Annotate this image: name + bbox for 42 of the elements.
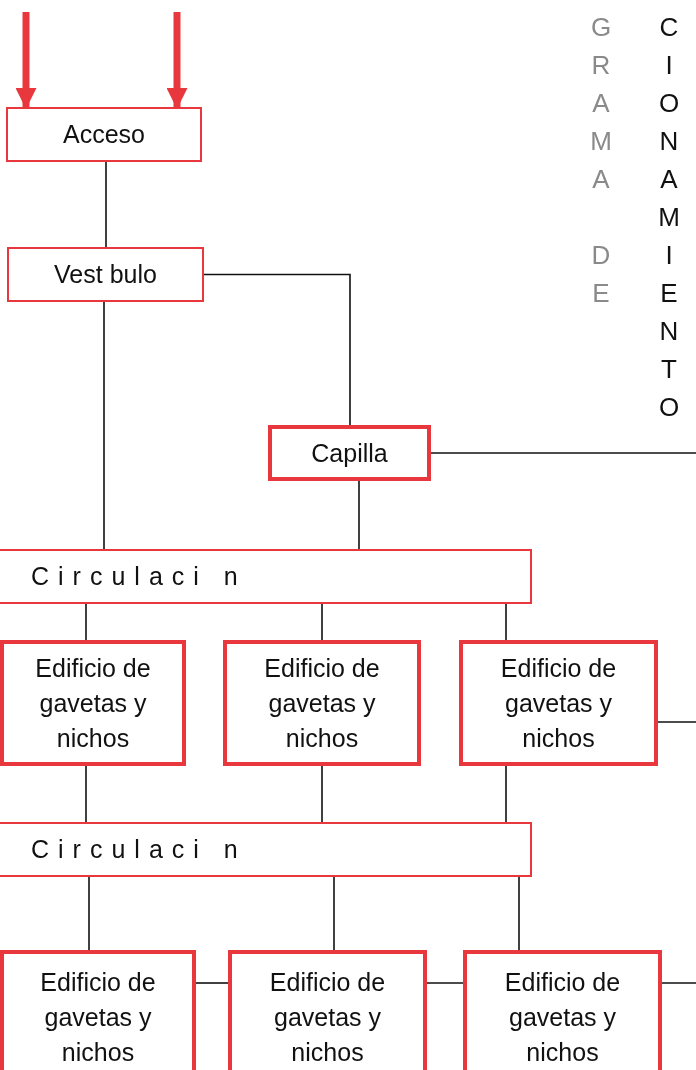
- node-label: Capilla: [311, 437, 388, 469]
- connector-line: [88, 876, 90, 951]
- space-box: [463, 950, 662, 1070]
- space-box: [459, 640, 658, 766]
- node-label: Edificio de gavetas y nichos: [34, 652, 152, 754]
- circulation-bar: [0, 549, 532, 604]
- space-box: [0, 950, 196, 1070]
- connector-line: [203, 273, 351, 426]
- connector-line: [103, 301, 105, 550]
- node-label: Edificio de gavetas y nichos: [503, 967, 622, 1068]
- connector-line: [321, 765, 323, 823]
- connector-line: [85, 603, 87, 641]
- node-label: Acceso: [63, 119, 145, 150]
- connector-line: [505, 603, 507, 641]
- node-label: Circulaci n: [31, 834, 247, 865]
- space-box: [6, 107, 202, 162]
- node-label: Edificio de gavetas y nichos: [263, 652, 381, 754]
- connector-line: [430, 452, 696, 454]
- node-label: Edificio de gavetas y nichos: [39, 967, 157, 1068]
- connector-line: [105, 161, 107, 248]
- connector-line: [333, 876, 335, 951]
- connector-line: [85, 765, 87, 823]
- vertical-title: GRAMA DE: [589, 11, 613, 310]
- space-box: [268, 425, 431, 481]
- space-box: [7, 247, 204, 302]
- connector-line: [321, 603, 323, 641]
- circulation-bar: [0, 822, 532, 877]
- connector-line: [661, 982, 696, 984]
- node-label: Edificio de gavetas y nichos: [499, 652, 618, 754]
- node-label: Circulaci n: [31, 561, 247, 592]
- connector-line: [518, 876, 520, 951]
- connector-line: [358, 480, 360, 550]
- connector-line: [657, 721, 696, 723]
- node-label: Vest bulo: [54, 259, 157, 290]
- vertical-title: CIONAMIENTO: [657, 11, 681, 424]
- connector-line: [505, 765, 507, 823]
- connector-line: [426, 982, 464, 984]
- space-box: [223, 640, 421, 766]
- space-box: [0, 640, 186, 766]
- node-label: Edificio de gavetas y nichos: [268, 967, 387, 1068]
- space-box: [228, 950, 427, 1070]
- connector-line: [195, 982, 229, 984]
